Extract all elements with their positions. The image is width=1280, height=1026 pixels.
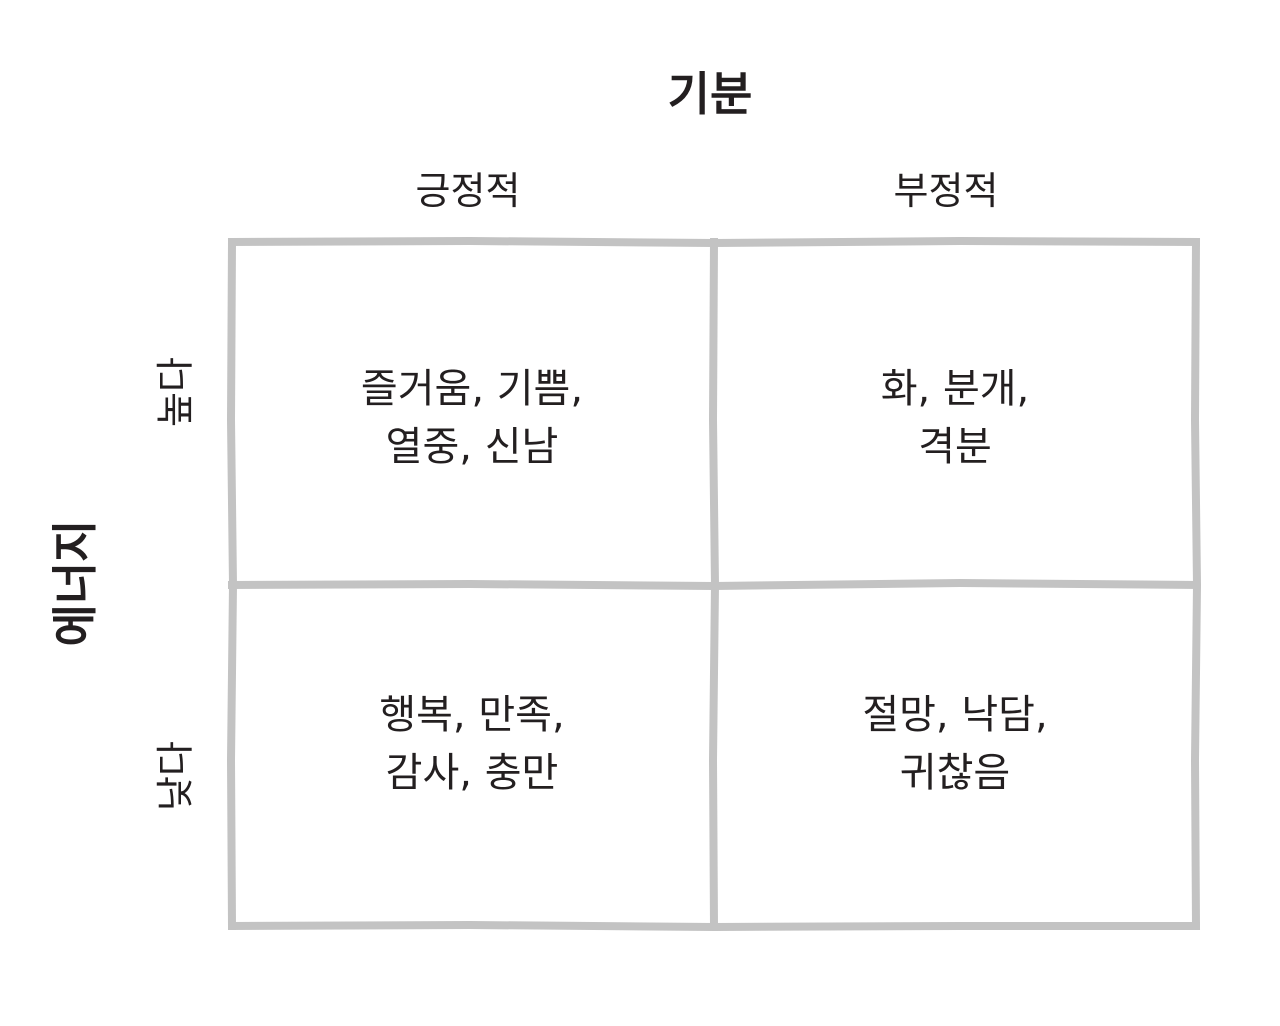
grid-horizontal-divider [227, 578, 1201, 591]
cell-line: 즐거움, 기쁨, [360, 366, 584, 412]
column-label-positive: 긍정적 [415, 169, 521, 213]
mood-axis-title: 기분 [667, 67, 753, 121]
cell-line: 귀찮음 [899, 750, 1011, 796]
cell-low-negative: 절망, 낙담, 귀찮음 [735, 686, 1175, 802]
cell-low-positive: 행복, 만족, 감사, 충만 [252, 686, 692, 802]
column-label-negative: 부정적 [893, 169, 999, 213]
grid-lines [226, 236, 1202, 932]
cell-line: 행복, 만족, [379, 692, 565, 738]
cell-line: 감사, 충만 [385, 750, 559, 796]
cell-high-negative: 화, 분개, 격분 [735, 360, 1175, 476]
cell-line: 화, 분개, [880, 366, 1030, 412]
cell-line: 격분 [918, 424, 992, 470]
cell-line: 열중, 신남 [385, 424, 559, 470]
cell-line: 절망, 낙담, [862, 692, 1048, 738]
cell-high-positive: 즐거움, 기쁨, 열중, 신남 [252, 360, 692, 476]
